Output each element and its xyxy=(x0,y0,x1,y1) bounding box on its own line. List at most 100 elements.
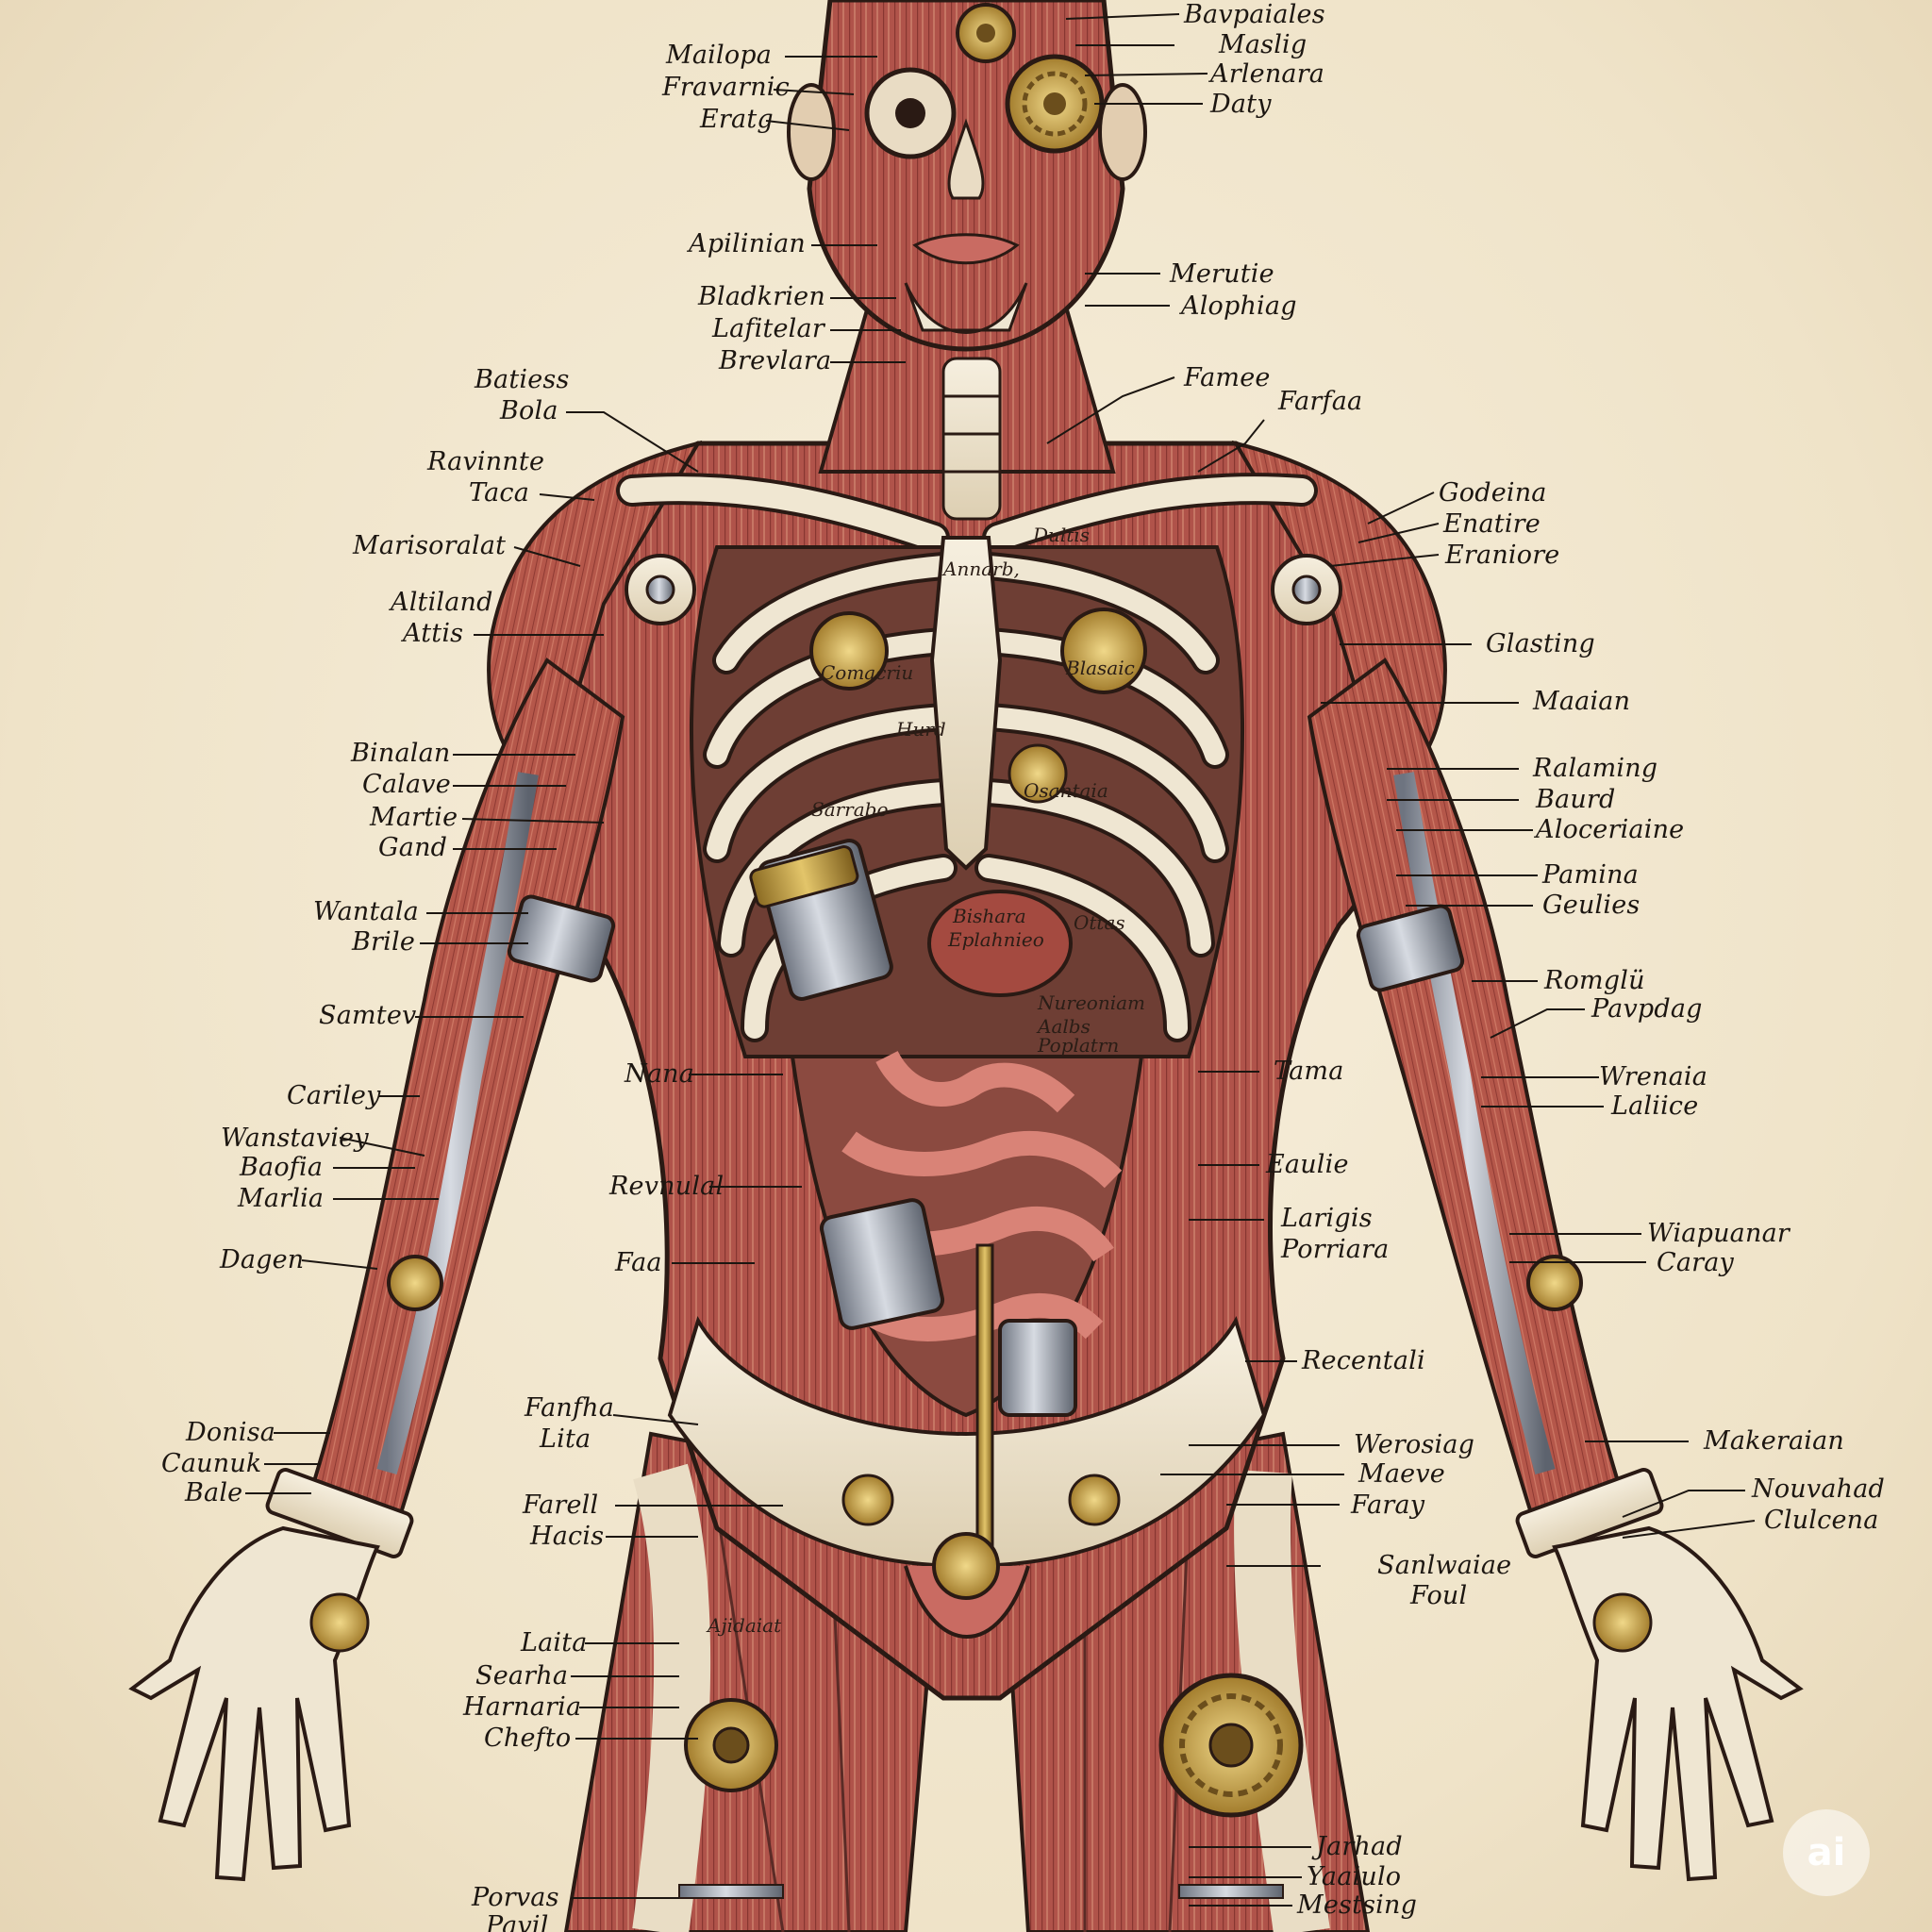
callout-label: Attis xyxy=(403,619,464,648)
callout-label: Chefto xyxy=(484,1724,572,1753)
callout-label: Pavpdag xyxy=(1591,994,1703,1024)
callout-label: Ravinnte xyxy=(427,447,545,476)
callout-label: Jarhad xyxy=(1316,1832,1403,1861)
callout-label: Recentali xyxy=(1302,1346,1425,1375)
callout-label: Tama xyxy=(1274,1057,1344,1086)
knee-gear-right xyxy=(1158,1673,1304,1818)
callout-label: Lita xyxy=(540,1424,591,1454)
inner-label: Poplatrn xyxy=(1037,1034,1119,1057)
callout-label: Enatire xyxy=(1443,509,1541,539)
callout-label: Lafitelar xyxy=(712,314,824,343)
callout-label: Nana xyxy=(625,1059,695,1089)
callout-label: Wrenaia xyxy=(1599,1062,1708,1091)
callout-label: Martie xyxy=(370,803,458,832)
callout-label: Searha xyxy=(475,1661,569,1690)
jaw xyxy=(904,282,1028,334)
callout-label: Eratg xyxy=(700,105,774,134)
inner-label: Ottas xyxy=(1074,911,1125,934)
callout-label: Dagen xyxy=(220,1245,305,1274)
hand-right xyxy=(1552,1525,1804,1882)
callout-label: Pamina xyxy=(1542,860,1639,890)
callout-label: Porriara xyxy=(1281,1235,1390,1264)
callout-label: Hacis xyxy=(530,1522,605,1551)
knee-gear-left xyxy=(684,1698,778,1792)
callout-label: Altiland xyxy=(391,588,493,617)
callout-label: Farfaa xyxy=(1278,387,1363,416)
callout-label: Wiapuanar xyxy=(1647,1219,1790,1248)
callout-label: Daty xyxy=(1210,90,1272,119)
callout-label: Calave xyxy=(362,770,451,799)
eye-right-gear xyxy=(1005,54,1105,154)
callout-label: Merutie xyxy=(1170,259,1274,289)
callout-label: Donisa xyxy=(186,1418,276,1447)
leader-lines-right xyxy=(1046,13,1756,1907)
mouth xyxy=(912,233,1020,265)
callout-label: Fravarnic xyxy=(662,73,790,102)
callout-label: Mestsing xyxy=(1297,1890,1418,1920)
inner-label: Aalbs xyxy=(1036,1015,1091,1038)
callout-label: Yaaiulo xyxy=(1307,1862,1402,1891)
rib-cage xyxy=(690,536,1244,1058)
arm-left xyxy=(265,658,625,1558)
callout-label: Makeraian xyxy=(1704,1426,1845,1456)
callout-label: Batiess xyxy=(475,365,570,394)
callout-label: Faa xyxy=(615,1248,662,1277)
shoulder-joints xyxy=(625,554,1342,625)
callout-label: Foul xyxy=(1410,1581,1468,1610)
inner-label: Blasaic xyxy=(1065,657,1135,679)
callout-label: Sanlwaiae xyxy=(1377,1551,1512,1580)
piston-upper xyxy=(749,839,893,1001)
callout-label: Clulcena xyxy=(1764,1506,1879,1535)
callout-label: Porvas xyxy=(472,1883,559,1912)
callout-label: Famee xyxy=(1184,363,1271,392)
callout-label: Farell xyxy=(523,1491,599,1520)
arm-right xyxy=(1307,658,1664,1558)
inner-label: Nureoniam xyxy=(1037,991,1145,1014)
inner-label: Annarb, xyxy=(941,558,1020,580)
inner-label: Dultis xyxy=(1032,524,1090,546)
callout-label: Alophiag xyxy=(1181,291,1297,321)
callout-label: Apilinian xyxy=(689,229,806,258)
callout-label: Samtev xyxy=(319,1001,417,1030)
callout-label: Caunuk xyxy=(161,1449,262,1478)
callout-label: Baurd xyxy=(1536,785,1616,814)
callout-label: Marisoralat xyxy=(353,531,507,560)
callout-label: Bladkrien xyxy=(698,282,825,311)
callout-label: Arlenara xyxy=(1210,59,1325,89)
callout-label: Aloceriaine xyxy=(1536,815,1685,844)
callout-label: Binalan xyxy=(351,739,451,768)
inner-label: Ajidaiat xyxy=(706,1614,782,1637)
inner-label: Osantaia xyxy=(1024,779,1108,802)
callout-label: Bale xyxy=(185,1478,243,1507)
callout-label: Harnaria xyxy=(463,1692,582,1722)
callout-label: Brevlara xyxy=(719,346,832,375)
callout-label: Baofia xyxy=(240,1153,324,1182)
nose xyxy=(947,118,985,200)
inner-label: Sarrabo xyxy=(811,798,889,821)
inner-label: Eplahnieo xyxy=(947,928,1044,951)
callout-label: Bola xyxy=(500,396,558,425)
callout-label: Bavpaiales xyxy=(1184,0,1325,29)
callout-label: Ralaming xyxy=(1533,754,1658,783)
hand-left xyxy=(128,1525,380,1882)
callout-label: Marlia xyxy=(238,1184,325,1213)
callout-label: Faray xyxy=(1351,1491,1425,1520)
inner-label: Comacriu xyxy=(821,661,913,684)
watermark-logo: ai xyxy=(1783,1809,1870,1896)
callout-label: Taca xyxy=(469,478,530,508)
callout-label: Pavil xyxy=(486,1911,549,1932)
callout-label: Cariley xyxy=(287,1081,381,1110)
callout-label: Glasting xyxy=(1486,629,1595,658)
callout-label: Maslig xyxy=(1219,30,1307,59)
callout-label: Godeina xyxy=(1439,478,1547,508)
leader-lines-left xyxy=(245,56,906,1899)
callout-label: Werosiag xyxy=(1354,1430,1475,1459)
callout-label: Brile xyxy=(352,927,415,957)
callout-label: Mailopa xyxy=(666,41,773,70)
inner-label: Hurd xyxy=(895,718,946,741)
callout-label: Geulies xyxy=(1542,891,1641,920)
callout-label: Maaian xyxy=(1533,687,1631,716)
callout-label: Wanstaviey xyxy=(221,1124,369,1153)
